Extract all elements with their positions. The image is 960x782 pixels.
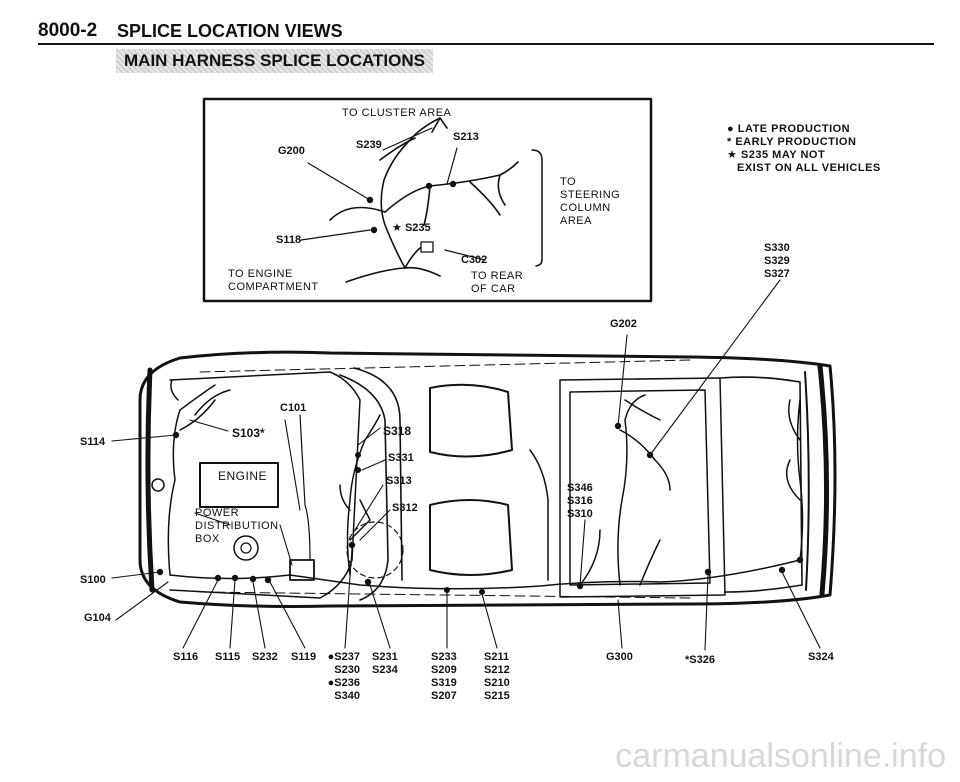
car-body xyxy=(138,350,837,608)
s114-label: S114 xyxy=(80,436,106,448)
splice-item: S230 xyxy=(334,664,360,676)
engine-box xyxy=(199,462,279,508)
s103-label: S103* xyxy=(232,426,265,440)
legend-star-text: S235 MAY NOT xyxy=(740,149,826,161)
s310-line: S310 xyxy=(567,508,593,520)
c101-label: C101 xyxy=(280,402,307,414)
c302-label: C302 xyxy=(461,254,488,266)
legend-item-late: ● LATE PRODUCTION xyxy=(727,123,881,136)
splice-item: S207 xyxy=(431,690,457,702)
splice-item: S319 xyxy=(431,677,457,689)
section-title: MAIN HARNESS SPLICE LOCATIONS xyxy=(116,49,433,73)
s316-line: S316 xyxy=(567,495,593,507)
pdb-line: DISTRIBUTION xyxy=(195,520,279,532)
inset-frame xyxy=(202,97,653,303)
car-harness xyxy=(167,379,804,590)
splice-item: S215 xyxy=(484,690,510,702)
page-number: 8000-2 xyxy=(38,20,98,41)
s324-label: S324 xyxy=(808,651,834,663)
s318-label: S318 xyxy=(383,424,412,438)
legend-star-text-2: EXIST ON ALL VEHICLES xyxy=(737,162,881,174)
to-engine-line: COMPARTMENT xyxy=(228,281,319,293)
splice-item: S212 xyxy=(484,664,510,676)
inset-harness xyxy=(300,117,543,283)
splice-item: S234 xyxy=(372,664,398,676)
star-icon: ★ xyxy=(392,222,402,234)
star-icon: ★ xyxy=(727,149,738,161)
to-cluster-label: TO CLUSTER AREA xyxy=(342,107,452,119)
to-rear-label: TO REAR OF CAR xyxy=(471,270,523,296)
page-title: SPLICE LOCATION VIEWS xyxy=(117,21,343,41)
legend-late-text: LATE PRODUCTION xyxy=(737,123,851,135)
s329-line: S329 xyxy=(764,255,790,267)
splice-item: S209 xyxy=(431,664,457,676)
asterisk-icon: * xyxy=(727,136,732,148)
s331-label: S331 xyxy=(388,452,414,464)
splice-column-1: ●S237 S230 ●S236 S340 xyxy=(322,651,360,703)
to-engine-label: TO ENGINE COMPARTMENT xyxy=(228,268,319,294)
to-steering-label: TO STEERING COLUMN AREA xyxy=(560,176,620,228)
splice-column-2: S231 S234 xyxy=(372,651,398,677)
g104-label: G104 xyxy=(84,612,111,624)
g202-label: G202 xyxy=(610,318,637,330)
to-steering-line: STEERING xyxy=(560,189,621,201)
s118-label: S118 xyxy=(276,234,302,246)
to-steering-line: TO xyxy=(560,176,577,188)
to-steering-line: COLUMN xyxy=(560,202,611,214)
pdb-line: BOX xyxy=(195,533,220,545)
leader-lines xyxy=(111,279,821,651)
s330-group-label: S330 S329 S327 xyxy=(764,242,790,281)
s115-label: S115 xyxy=(215,651,241,663)
splice-item: ●S237 xyxy=(327,651,360,663)
splice-column-4: S211 S212 S210 S215 xyxy=(484,651,510,703)
s327-line: S327 xyxy=(764,268,790,280)
s100-label: S100 xyxy=(80,574,106,586)
to-rear-line: OF CAR xyxy=(471,283,516,295)
s235-label: ★ S235 xyxy=(392,222,431,235)
splice-item: S210 xyxy=(484,677,510,689)
s326-label: *S326 xyxy=(685,654,715,666)
splice-column-3: S233 S209 S319 S207 xyxy=(431,651,457,703)
s312-label: S312 xyxy=(392,502,418,514)
g200-label: G200 xyxy=(278,145,305,157)
legend: ● LATE PRODUCTION * EARLY PRODUCTION ★ S… xyxy=(727,123,881,175)
g300-label: G300 xyxy=(606,651,633,663)
to-steering-line: AREA xyxy=(560,215,592,227)
s313-label: S313 xyxy=(386,475,412,487)
s235-text: S235 xyxy=(404,222,431,234)
watermark: carmanualsonline.info xyxy=(615,737,946,775)
engine-label: ENGINE xyxy=(218,469,268,483)
splice-item: ●S236 xyxy=(327,677,360,689)
dot-icon: ● xyxy=(727,123,735,135)
s239-label: S239 xyxy=(356,139,382,151)
splice-item: S231 xyxy=(372,651,398,663)
s346-group-label: S346 S316 S310 xyxy=(567,482,593,521)
s346-line: S346 xyxy=(567,482,593,494)
header-rule xyxy=(38,43,934,45)
legend-item-early: * EARLY PRODUCTION xyxy=(727,136,881,149)
splice-item: S233 xyxy=(431,651,457,663)
s116-label: S116 xyxy=(173,651,199,663)
legend-item-star: ★ S235 MAY NOT xyxy=(727,149,881,162)
s213-label: S213 xyxy=(453,131,479,143)
s330-line: S330 xyxy=(764,242,790,254)
s232-label: S232 xyxy=(252,651,278,663)
to-engine-line: TO ENGINE xyxy=(228,268,293,280)
splice-item: S340 xyxy=(334,690,360,702)
pdb-line: POWER xyxy=(195,507,240,519)
splice-item: S211 xyxy=(484,651,510,663)
pdb-label: POWER DISTRIBUTION BOX xyxy=(195,507,279,546)
legend-early-text: EARLY PRODUCTION xyxy=(735,136,857,148)
s119-label: S119 xyxy=(291,651,317,663)
to-rear-line: TO REAR xyxy=(471,270,524,282)
